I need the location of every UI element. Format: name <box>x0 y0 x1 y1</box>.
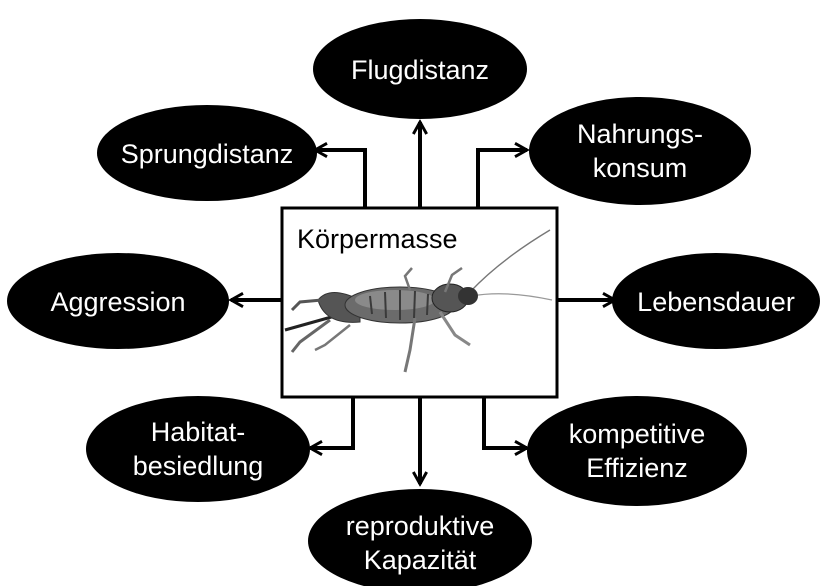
arrow-to-sprungdistanz <box>315 150 365 208</box>
node-kompetitive-line-1: kompetitive <box>569 419 706 449</box>
node-sprungdistanz: Sprungdistanz <box>97 105 317 201</box>
node-sprungdistanz-line-1: Sprungdistanz <box>121 139 294 169</box>
node-flugdistanz: Flugdistanz <box>313 19 527 119</box>
center-box: Körpermasse <box>282 208 557 397</box>
node-nahrungskonsum: Nahrungs- konsum <box>529 97 751 205</box>
node-reproduktive-line-1: reproduktive <box>346 511 495 541</box>
node-habitatbesiedlung: Habitat- besiedlung <box>86 396 310 502</box>
node-habitatbesiedlung-line-1: Habitat- <box>151 417 246 447</box>
node-lebensdauer: Lebensdauer <box>612 253 820 349</box>
node-reproduktive-line-2: Kapazität <box>364 545 477 575</box>
arrow-to-habitatbesiedlung <box>310 397 353 448</box>
node-aggression-line-1: Aggression <box>50 287 185 317</box>
node-nahrungskonsum-line-2: konsum <box>593 153 688 183</box>
node-kompetitive-line-2: Effizienz <box>586 453 688 483</box>
node-kompetitive: kompetitive Effizienz <box>527 396 747 506</box>
center-label: Körpermasse <box>297 224 458 254</box>
node-aggression: Aggression <box>7 253 229 349</box>
arrow-to-nahrungskonsum <box>478 150 527 208</box>
node-lebensdauer-line-1: Lebensdauer <box>637 287 795 317</box>
node-habitatbesiedlung-line-2: besiedlung <box>133 451 264 481</box>
node-nahrungskonsum-line-1: Nahrungs- <box>577 119 703 149</box>
node-reproduktive: reproduktive Kapazität <box>308 489 532 586</box>
arrow-to-kompetitive <box>484 397 527 448</box>
node-flugdistanz-line-1: Flugdistanz <box>351 55 489 85</box>
